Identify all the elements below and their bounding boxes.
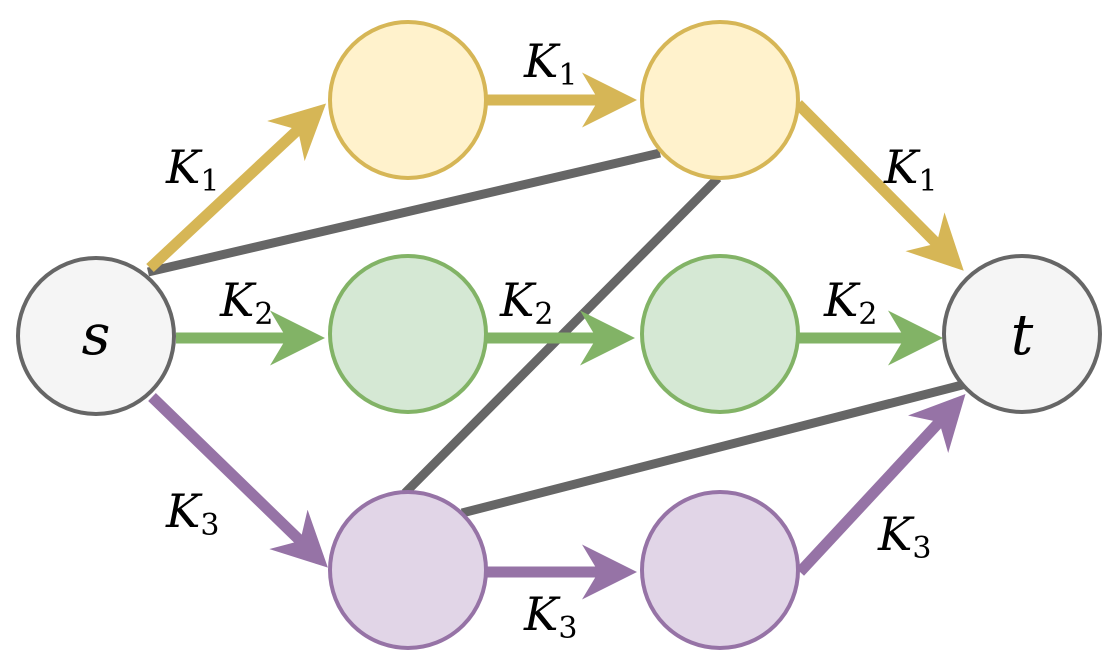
node-t	[942, 254, 1102, 414]
node-purple-2	[640, 490, 800, 650]
edge-k3-s-to-purple1	[148, 393, 328, 568]
node-s	[16, 256, 176, 416]
edge-label-k3-purple1-purple2: K3	[523, 587, 577, 646]
cross-edge-purple1-to-t	[460, 379, 968, 518]
edge-label-k3-s-purple1: K3	[165, 484, 219, 543]
edge-label-k1-yellow1-yellow2: K1	[523, 34, 577, 93]
node-yellow-1	[328, 20, 488, 180]
node-purple-1	[328, 490, 488, 650]
edge-label-k2-green1-green2: K2	[499, 273, 553, 332]
node-t-label: t	[1011, 303, 1034, 368]
cross-edge-s-to-yellow2	[146, 148, 662, 277]
edge-k1-yellow2-to-t	[794, 100, 964, 271]
edge-label-k1-yellow2-t: K1	[883, 140, 937, 199]
edge-label-k1-s-yellow1: K1	[165, 140, 219, 199]
node-yellow-2	[640, 20, 800, 180]
edge-label-k3-purple2-t: K3	[877, 507, 931, 566]
edge-label-k2-s-green1: K2	[219, 273, 273, 332]
edge-k1-s-to-yellow1	[146, 103, 327, 273]
edge-label-k2-green2-t: K2	[823, 273, 877, 332]
node-green-2	[640, 254, 800, 414]
node-s-label: s	[82, 303, 111, 368]
node-green-1	[328, 254, 488, 414]
edge-k3-purple2-to-t	[795, 393, 966, 576]
